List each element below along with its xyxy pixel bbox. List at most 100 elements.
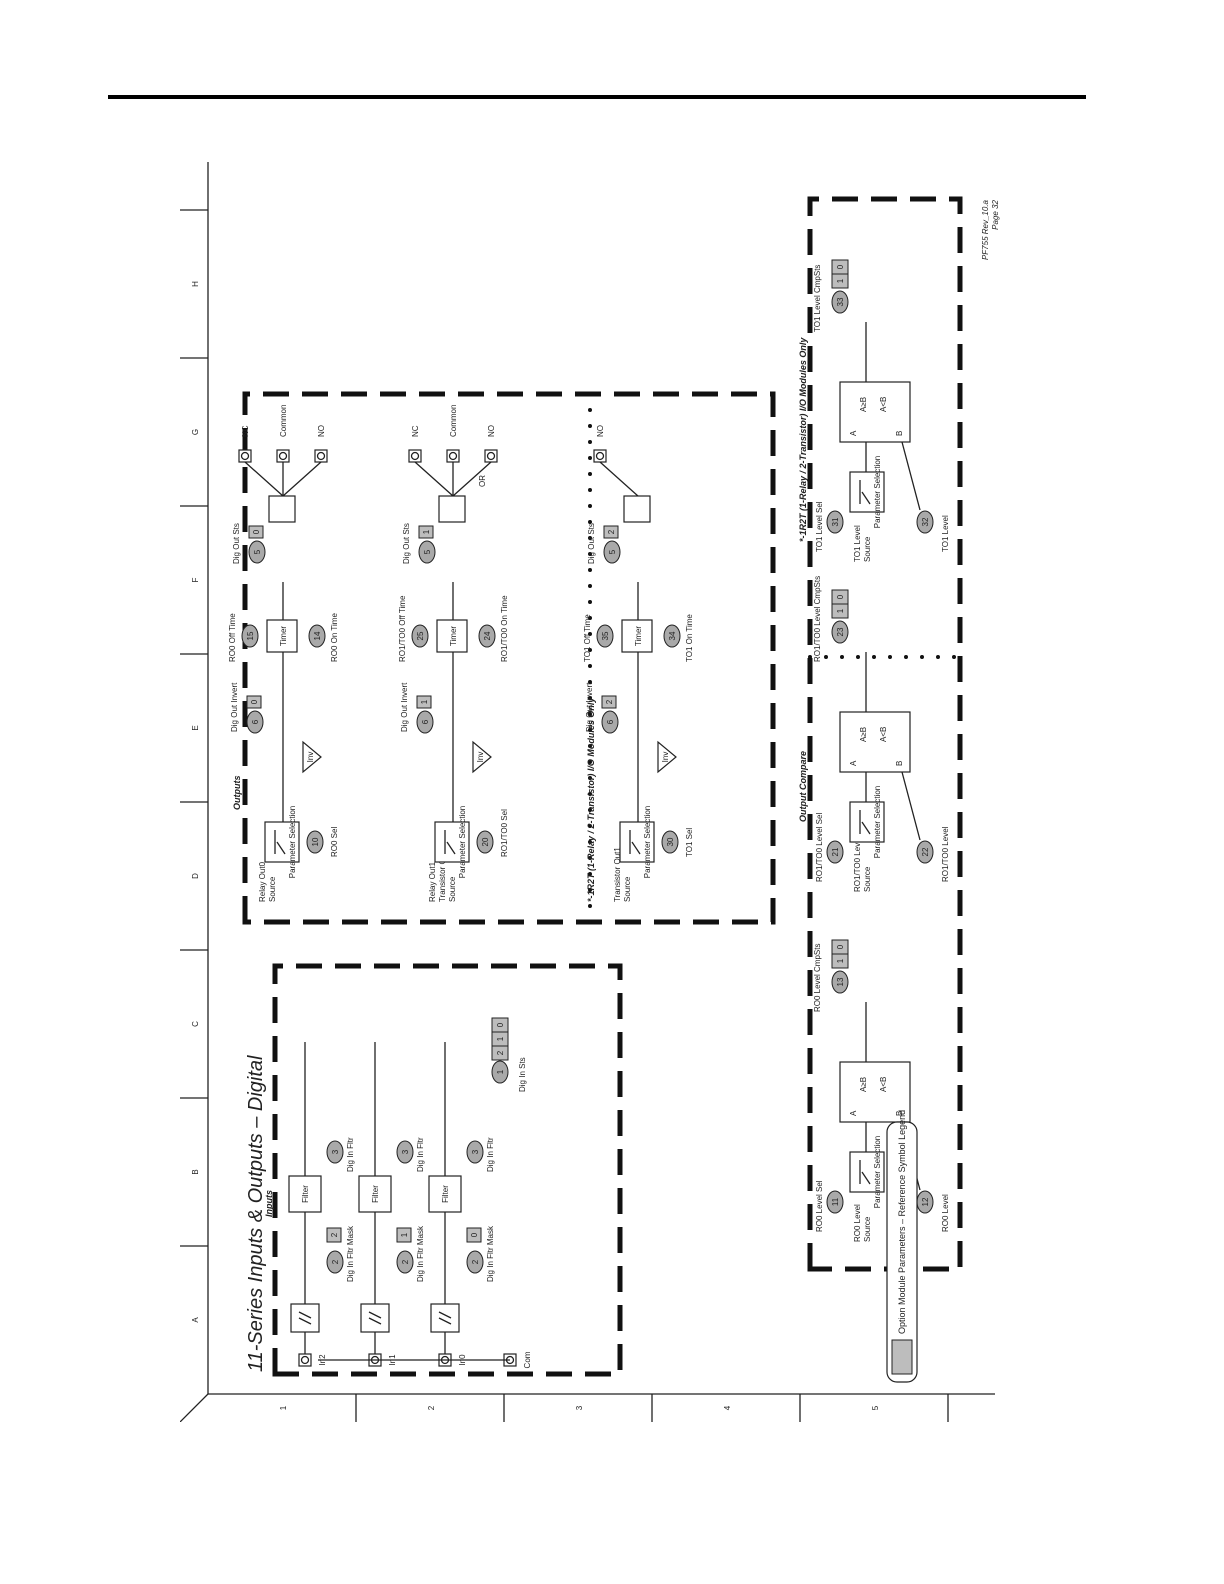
filter-mask-param-number: 2 (401, 1259, 410, 1264)
row-label-4: 4 (723, 1405, 732, 1410)
compare-section-label: Output Compare (798, 751, 808, 822)
filter-mask-bit-box (326, 1227, 342, 1243)
output-1-off-time-param-number: 25 (416, 631, 425, 640)
compare-1-sel-param-number: 21 (831, 847, 840, 856)
compare-2-sts-param-oval (831, 290, 849, 314)
column-label-D: D (191, 873, 200, 879)
compare-2-sts-label: TO1 Level CmpSts (813, 265, 822, 332)
column-label-C: C (191, 1021, 200, 1027)
filter-param-label: Dig In Fltr (346, 1137, 355, 1172)
output-1-switch-caption: Parameter Selection (458, 806, 467, 878)
compare-2-sel-param-number: 31 (831, 517, 840, 526)
output-1-invert-bit-box (416, 695, 432, 709)
compare-1-switch-caption: Parameter Selection (873, 786, 882, 858)
compare-0-input-a: A (849, 1110, 858, 1116)
output-0-sel-param-number: 10 (311, 837, 320, 846)
output-2-invert-param-oval (601, 710, 619, 734)
output-1-NC-terminal-screw (410, 451, 420, 461)
output-2-sts-param-number: 5 (608, 549, 617, 554)
compare-1-source-label: Source (863, 866, 872, 892)
output-0-sel-label: RO0 Sel (330, 827, 339, 857)
diagram-canvas: ABCDEFGHI 123456 PF755 Rev_10.a Page 32 … (179, 135, 1028, 1423)
inputs-section-label: Inputs (264, 1190, 274, 1217)
output-2-contact-wire (599, 461, 639, 497)
compare-1-sel-label: RO1/TO0 Level Sel (815, 813, 824, 882)
filter-mask-param-number: 2 (471, 1259, 480, 1264)
row-label-3: 3 (575, 1405, 584, 1410)
input-In2-opto-ray (298, 1311, 312, 1319)
dig-in-sts-bit-bit: 0 (496, 1022, 505, 1027)
input-In2-opto-ray (298, 1317, 312, 1325)
compare-1-input-b: B (895, 761, 904, 766)
compare-0-level-label: RO0 Level (941, 1194, 950, 1232)
output-0-Common-terminal (276, 449, 290, 463)
input-In2-terminal (298, 1353, 312, 1367)
filter-param-oval (466, 1140, 484, 1164)
output-0-source-label: Source (268, 876, 277, 902)
compare-1-sts-bit-box (831, 589, 849, 605)
compare-0-sts-label: RO0 Level CmpSts (813, 944, 822, 1012)
column-label-F: F (191, 577, 200, 582)
compare-1-sts-param-number: 23 (836, 627, 845, 636)
output-1-timer (436, 619, 468, 653)
output-0-on-time-label: RO0 On Time (330, 613, 339, 662)
output-1-on-time-param-number: 24 (483, 631, 492, 640)
output-0-NO-terminal (314, 449, 328, 463)
output-1-Common-terminal-screw (448, 451, 458, 461)
compare-2-level-label: TO1 Level (941, 515, 950, 552)
output-0-off-time-param-oval (241, 624, 259, 648)
filter-mask-bit-bit: 1 (400, 1232, 409, 1237)
compare-1-sts-bit-bit: 0 (836, 594, 845, 599)
output-2-selector-switch (619, 821, 655, 863)
output-2-sts-label: Dig Out Sts (587, 523, 596, 564)
filter-mask-label: Dig In Fltr Mask (416, 1225, 425, 1282)
output-0-sts-label: Dig Out Sts (232, 523, 241, 564)
output-2-contact-NO: NO (596, 425, 605, 437)
outputs-section-frame (242, 391, 776, 925)
output-0-off-time-label: RO0 Off Time (228, 613, 237, 662)
column-label-G: G (191, 429, 200, 435)
compare-2-sel-label: TO1 Level Sel (815, 501, 824, 552)
compare-0-level-param-number: 12 (921, 1197, 930, 1206)
compare-1-source-label: RO1/TO0 Level (853, 836, 862, 892)
compare-1-sel-param-oval (826, 840, 844, 864)
input-In1-optocoupler (360, 1303, 390, 1333)
compare-1-level-param-number: 22 (921, 847, 930, 856)
outputs-module-note: *-1R2T (1-Relay / 2-Transistor) I/O Modu… (586, 697, 596, 902)
output-0-NC-terminal-screw (240, 451, 250, 461)
output-1-on-time-param-oval (478, 624, 496, 648)
filter-mask-param-oval (466, 1250, 484, 1274)
filter-mask-label: Dig In Fltr Mask (346, 1225, 355, 1282)
block-diagram: ABCDEFGHI 123456 PF755 Rev_10.a Page 32 … (179, 135, 1028, 1423)
compare-1-sts-bit-bit: 1 (836, 608, 845, 613)
compare-1-selector-switch (849, 801, 885, 843)
compare-0-sts-param-number: 13 (836, 977, 845, 986)
output-0-switch-caption: Parameter Selection (288, 806, 297, 878)
output-0-NC-terminal (238, 449, 252, 463)
output-2-switch-blade (631, 841, 641, 855)
output-1-sel-label: RO1/TO0 Sel (500, 809, 509, 857)
output-1-contact-Common: Common (449, 405, 458, 437)
output-1-invert-bit-bit: 1 (420, 699, 429, 704)
compare-1-switch-blade (861, 821, 871, 835)
filter-mask-bit-bit: 2 (330, 1232, 339, 1237)
compare-0-input-b: B (895, 1111, 904, 1116)
compare-2-source-label: TO1 Level (853, 525, 862, 562)
output-0-contact-wire (282, 461, 322, 497)
page-label: Page 32 (991, 199, 1000, 229)
compare-2-level-param-number: 32 (921, 517, 930, 526)
output-0-contact-NC: NC (241, 425, 250, 437)
output-2-off-time-label: TO1 Off Time (583, 614, 592, 662)
compare-2-sts-bit-bit: 1 (836, 278, 845, 283)
filter-mask-param-number: 2 (331, 1259, 340, 1264)
output-1-sts-bit-box (418, 525, 434, 539)
output-0-NO-terminal-screw (316, 451, 326, 461)
compare-2-comparator (839, 381, 911, 443)
filter-mask-bit-bit: 0 (470, 1232, 479, 1237)
output-2-NO-terminal (593, 449, 607, 463)
output-1-source-label: Transistor Out0 (438, 847, 447, 902)
legend-label: Option Module Parameters – Reference Sym… (897, 1110, 907, 1334)
compare-2-b-wire (901, 441, 921, 511)
page-header-rule (108, 95, 1086, 99)
